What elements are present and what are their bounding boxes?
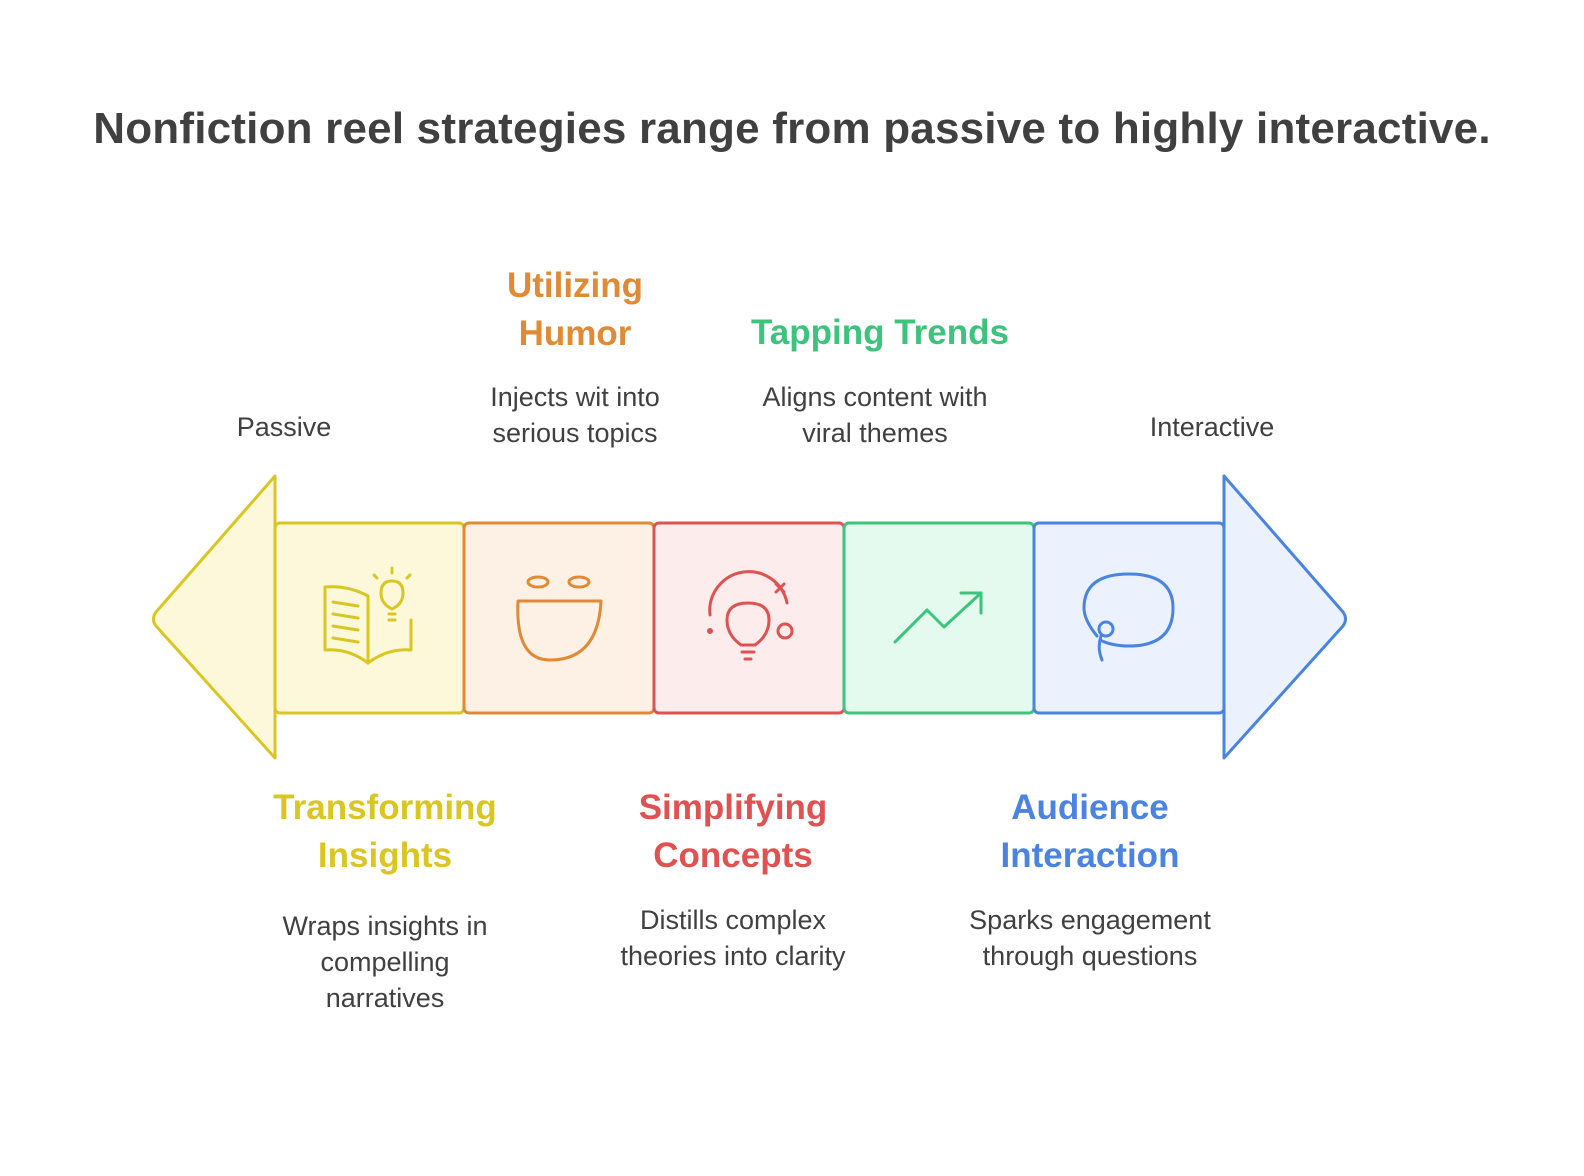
step-description-transforming-insights: Wraps insights in compelling narratives xyxy=(282,911,488,1013)
step-description-audience-interaction: Sparks engagement through questions xyxy=(969,905,1211,971)
step-description-simplifying-concepts: Distills complex theories into clarity xyxy=(620,905,846,971)
right-arrowhead xyxy=(1222,474,1347,760)
laughing-face-icon xyxy=(516,575,603,662)
open-book-lightbulb-icon xyxy=(323,566,413,665)
speech-bubble-icon xyxy=(1082,572,1175,662)
trending-up-arrow-icon xyxy=(893,591,983,644)
step-title-transforming-insights: Transforming Insights xyxy=(273,788,497,875)
left-arrowhead xyxy=(152,474,277,760)
step-title-audience-interaction: Audience Interaction xyxy=(1000,788,1180,875)
step-box-tapping-trends xyxy=(842,521,1036,715)
step-title-tapping-trends: Tapping Trends xyxy=(751,313,1009,352)
step-box-utilizing-humor xyxy=(462,521,656,715)
step-box-simplifying-concepts xyxy=(652,521,846,715)
scale-label-interactive: Interactive xyxy=(1149,412,1275,442)
step-box-audience-interaction xyxy=(1032,521,1226,715)
step-title-utilizing-humor: Utilizing Humor xyxy=(506,266,644,353)
step-description-utilizing-humor: Injects wit into serious topics xyxy=(490,382,660,448)
diagram-title: Nonfiction reel strategies range from pa… xyxy=(93,104,1491,153)
scale-label-passive: Passive xyxy=(236,412,332,442)
step-title-simplifying-concepts: Simplifying Concepts xyxy=(638,788,828,875)
lightbulb-idea-icon xyxy=(707,570,794,661)
step-description-tapping-trends: Aligns content with viral themes xyxy=(762,382,988,448)
